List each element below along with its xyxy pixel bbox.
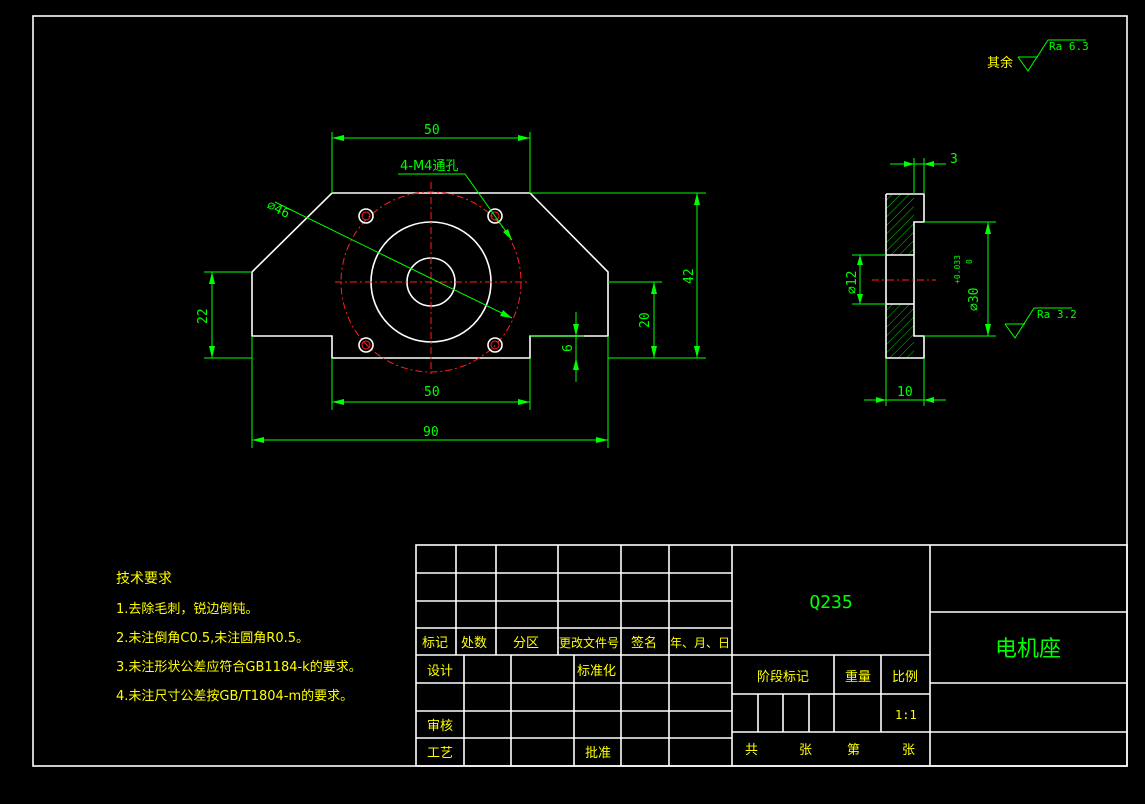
rev-header: 标记: [422, 636, 448, 651]
design-label: 设计: [427, 664, 453, 679]
dim-hole: ⌀12: [845, 271, 860, 294]
standardize-label: 标准化: [577, 664, 616, 679]
bolt-hole-tr: [487, 208, 503, 224]
other-label: 其余: [987, 55, 1013, 71]
total-label: 共: [745, 743, 758, 758]
material: Q235: [809, 592, 852, 613]
dim-total-height: 42: [682, 268, 697, 284]
front-view: 50 4-M4通孔 ⌀46 42 20 6 22: [196, 123, 706, 448]
rev-header: 签名: [631, 635, 657, 651]
dim-bore: ⌀30: [967, 288, 982, 311]
sheet-label: 张: [799, 743, 812, 758]
dim-bore-tol-upper: +0.033: [953, 255, 962, 284]
dim-right-inner: 20: [638, 312, 653, 328]
check-label: 审核: [427, 719, 453, 734]
stage-mark-label: 阶段标记: [757, 670, 809, 685]
dim-bottom-width: 50: [424, 385, 440, 400]
dim-total-width: 90: [423, 425, 439, 440]
approve-label: 批准: [585, 746, 611, 761]
weight-label: 重量: [845, 669, 871, 685]
bolt-hole-br: [487, 337, 503, 353]
drawing-frame: [32, 15, 1128, 767]
front-outline: [251, 192, 609, 359]
dim-bore-tol-lower: 0: [965, 259, 974, 264]
dim-step: 3: [950, 152, 958, 167]
rev-header: 分区: [513, 636, 539, 651]
scale-value: 1:1: [895, 708, 917, 722]
hole-note: 4-M4通孔: [400, 159, 458, 174]
surface-finish-general: 其余 Ra 6.3: [987, 39, 1089, 72]
scale-label: 比例: [892, 670, 918, 685]
dim-slot-depth: 6: [561, 344, 576, 352]
page-label: 第: [847, 743, 860, 758]
tech-item: 2.未注倒角C0.5,未注圆角R0.5。: [116, 631, 309, 646]
process-label: 工艺: [427, 746, 453, 761]
bolt-hole-tl: [358, 208, 374, 224]
tech-requirements: 技术要求 1.去除毛刺，锐边倒钝。 2.未注倒角C0.5,未注圆角R0.5。 3…: [116, 571, 362, 704]
tech-title: 技术要求: [116, 571, 172, 587]
ra-general: Ra 6.3: [1049, 40, 1089, 53]
bolt-hole-bl: [358, 337, 374, 353]
part-name: 电机座: [995, 637, 1061, 662]
tech-item: 4.未注尺寸公差按GB/T1804-m的要求。: [116, 688, 353, 704]
dim-left-height: 22: [196, 308, 211, 324]
rev-header: 处数: [461, 636, 487, 651]
tech-item: 3.未注形状公差应符合GB1184-k的要求。: [116, 659, 362, 675]
title-block: 标记 处数 分区 更改文件号 签名 年、月、日 设计 标准化 审核 工艺 批准 …: [415, 544, 1128, 767]
dim-top-width: 50: [424, 123, 440, 138]
sheet-label-2: 张: [902, 743, 915, 758]
rev-header: 更改文件号: [559, 635, 619, 650]
tech-item: 1.去除毛刺，锐边倒钝。: [116, 602, 258, 617]
dim-pcd: ⌀46: [264, 198, 292, 222]
dim-thickness: 10: [897, 385, 913, 400]
side-view: 3 ⌀12 ⌀30 +0.033 0 Ra 3.2 10: [845, 152, 1077, 406]
rev-header: 年、月、日: [670, 636, 730, 650]
ra-side: Ra 3.2: [1037, 308, 1077, 321]
